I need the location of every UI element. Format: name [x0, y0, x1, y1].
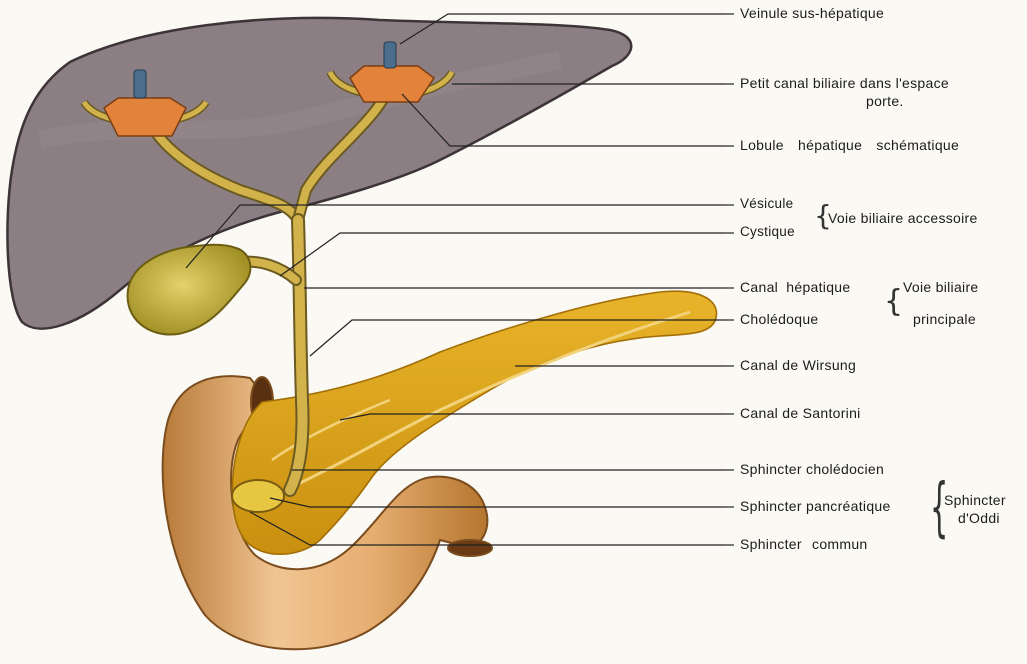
- brace-oddi: {: [930, 462, 948, 554]
- label-wirsung: Canal de Wirsung: [740, 357, 856, 373]
- label-sphincter-commun: Sphincter commun: [740, 536, 868, 552]
- jejunum-opening: [448, 540, 492, 556]
- label-petit-canal: Petit canal biliaire dans l'espace: [740, 75, 949, 91]
- label-voie-principale-2: principale: [913, 311, 976, 327]
- label-petit-canal-line2: porte.: [866, 93, 904, 109]
- label-sphincter-oddi-2: d'Oddi: [958, 510, 1000, 526]
- brace-principale: {: [884, 280, 903, 324]
- label-cystique: Cystique: [740, 224, 795, 239]
- label-choledoque: Cholédoque: [740, 311, 819, 327]
- label-veinule: Veinule sus-hépatique: [740, 5, 884, 21]
- label-santorini: Canal de Santorini: [740, 405, 861, 421]
- label-sphincter-oddi-1: Sphincter: [944, 492, 1006, 508]
- label-canal-hepatique: Canal hépatique: [740, 279, 850, 295]
- label-lobule: Lobule hépatique schématique: [740, 137, 959, 153]
- label-sphincter-choledocien: Sphincter cholédocien: [740, 461, 884, 477]
- label-vesicule: Vésicule: [740, 196, 793, 211]
- label-voie-accessoire: Voie biliaire accessoire: [828, 210, 978, 226]
- label-voie-principale-1: Voie biliaire: [903, 279, 979, 295]
- ampulla: [232, 480, 284, 512]
- label-sphincter-pancreatique: Sphincter pancréatique: [740, 498, 891, 514]
- label-arrow-ticks: [725, 14, 734, 545]
